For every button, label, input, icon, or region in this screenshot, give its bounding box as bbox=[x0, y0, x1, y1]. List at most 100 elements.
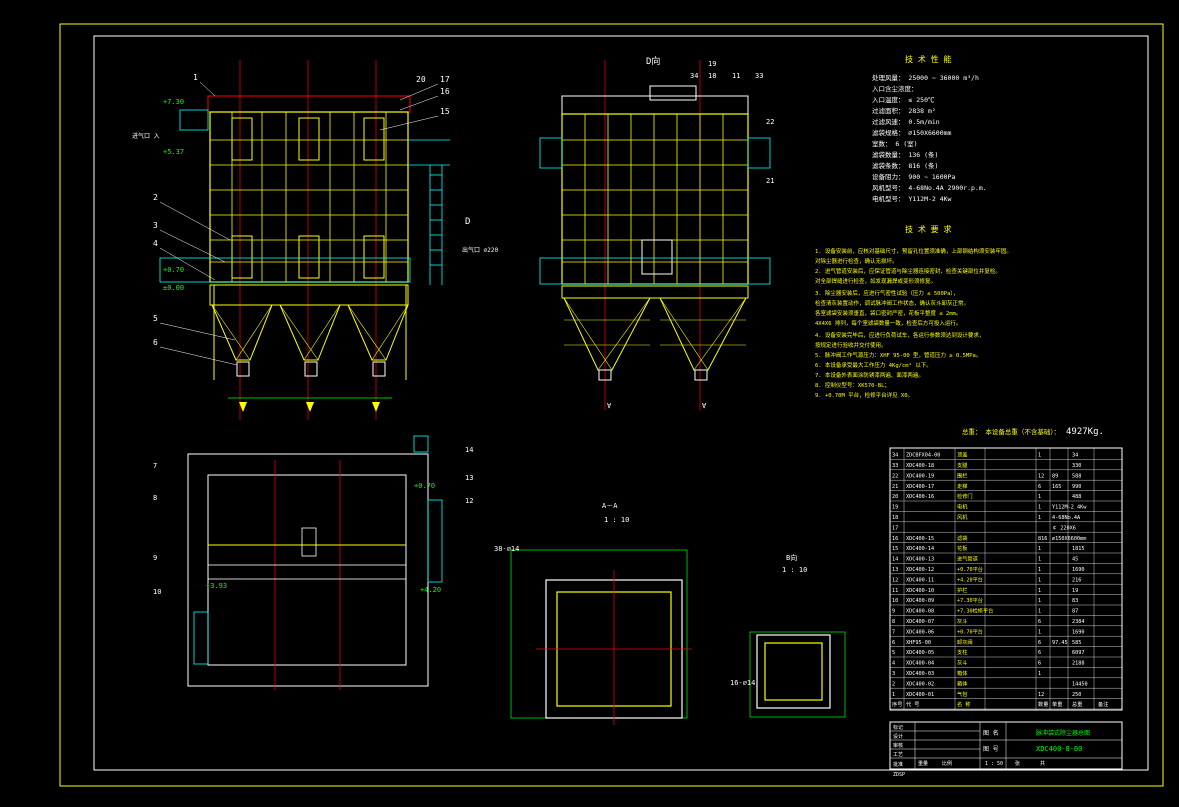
title-block-row-labels: 标记 设计 审核 工艺 批准 bbox=[893, 724, 903, 768]
bom-cell: XDC400-14 bbox=[906, 546, 934, 552]
bom-cell: 1 bbox=[1038, 567, 1041, 573]
bom-cell: 8 bbox=[892, 619, 895, 625]
title-block-footer-cell: 比例 bbox=[942, 760, 952, 767]
tech-req-line: 对全部焊缝进行检查，如发现漏焊或变形须修复。 bbox=[815, 277, 936, 285]
bom-cell: 14450 bbox=[1072, 681, 1088, 687]
bom-cell: 585 bbox=[1072, 640, 1081, 646]
plan-callout-14: 14 bbox=[465, 446, 473, 454]
title-block-footer-cell: 重量 bbox=[918, 760, 928, 767]
bom-cell: 588 bbox=[1072, 473, 1081, 479]
bom-cell: 83 bbox=[1072, 598, 1078, 604]
bom-cell: 6097 bbox=[1072, 650, 1085, 656]
bom-header-cell: 备注 bbox=[1098, 700, 1108, 708]
bom-cell: 1 bbox=[1038, 557, 1041, 563]
front-elevation-070: +0.70 bbox=[163, 266, 184, 274]
tech-req-line: 2. 进气管道安装后，应保证管道与除尘器连接密封，检查关键部位并复检。 bbox=[815, 267, 1001, 275]
bom-cell: 走梯 bbox=[957, 482, 967, 490]
bom-cell: 45 bbox=[1072, 557, 1078, 563]
tech-param-line: 风机型号： 4-68No.4A 2900r.p.m. bbox=[872, 183, 987, 192]
bom-cell: 1 bbox=[1038, 598, 1041, 604]
bom-cell: 灰斗 bbox=[957, 617, 967, 625]
tech-param-line: 室数： 6 (室) bbox=[872, 139, 918, 148]
plan-elevation-420: +4.20 bbox=[420, 586, 441, 594]
side-callout-22: 22 bbox=[766, 118, 774, 126]
front-d-mark: D bbox=[465, 217, 470, 227]
title-block-grid bbox=[890, 722, 1122, 769]
plan-callout-7: 7 bbox=[153, 462, 157, 470]
title-block-number-label: 图 号 bbox=[983, 746, 999, 753]
tech-req-line: 对除尘器进行检查，确认无损坏。 bbox=[815, 257, 898, 265]
bom-cell: 250 bbox=[1072, 692, 1081, 698]
bom-cell: XDC400-12 bbox=[906, 567, 934, 573]
bom-cell: 1690 bbox=[1072, 567, 1085, 573]
bom-cell: 1 bbox=[1038, 629, 1041, 635]
bom-cell: 12 bbox=[1038, 473, 1044, 479]
plan-view: 7 8 9 10 14 13 12 +0.70 +3.93 +4.20 bbox=[153, 435, 473, 690]
bom-cell: 2 bbox=[892, 681, 895, 687]
bom-cell: 11 bbox=[892, 588, 898, 594]
side-fan-box bbox=[649, 85, 697, 101]
bom-cell: 1815 bbox=[1072, 546, 1085, 552]
detail-a: A－A 1 : 10 38-∅14 bbox=[494, 502, 692, 725]
side-title: D向 bbox=[646, 55, 660, 67]
side-callout-34: 34 bbox=[690, 72, 698, 80]
detail-b: B向 1 : 10 16-∅14 bbox=[730, 553, 846, 718]
bom-cell: 488 bbox=[1072, 494, 1081, 500]
bom-cell: 12 bbox=[892, 577, 898, 583]
tech-req-line: 8. 控制仪型号：XK570-BL； bbox=[815, 381, 890, 389]
bom-cell: XDC400-18 bbox=[906, 463, 934, 469]
bom-cell: XDC400-03 bbox=[906, 671, 934, 677]
title-block-drafter: ZDSP bbox=[893, 772, 905, 778]
bom-cell: 33 bbox=[892, 463, 898, 469]
bom-frame bbox=[889, 447, 1123, 711]
front-callout-15: 15 bbox=[440, 107, 450, 116]
bom-cell: 围栏 bbox=[957, 471, 967, 479]
plan-elevation-labels: +0.70 +3.93 +4.20 bbox=[206, 482, 441, 594]
side-callout-labels: 34 19 18 11 33 22 21 bbox=[690, 60, 774, 185]
front-side-stair bbox=[408, 139, 450, 285]
bom-cell: XDC400-11 bbox=[906, 577, 934, 583]
bom-cell: 330 bbox=[1072, 463, 1081, 469]
bom-cell: 4-68No.4A bbox=[1052, 515, 1081, 521]
tech-param-line: 滤袋规格： ∅150X6600mm bbox=[872, 128, 952, 137]
bom-cell: 1 bbox=[1038, 515, 1041, 521]
tech-param-line: 滤袋数量： 136 (条) bbox=[872, 150, 938, 159]
side-bottom-mark-1: ∀ bbox=[607, 402, 612, 410]
bom-cell: 97.45 bbox=[1052, 640, 1068, 646]
bom-cell: ZDCBFX04-00 bbox=[906, 453, 940, 459]
front-outlet-arrows bbox=[239, 402, 380, 412]
front-elevation-labels: +7.30 +5.37 +0.70 ±0.00 bbox=[163, 98, 184, 292]
side-hopper-band bbox=[561, 285, 749, 299]
bom-cell: 箱体 bbox=[957, 679, 968, 687]
tech-param-line: 入口含尘浓度： bbox=[872, 84, 918, 93]
bom-cell: 6 bbox=[1038, 640, 1041, 646]
bom-cell: XDC400-17 bbox=[906, 484, 934, 490]
bom-cell: 滤袋 bbox=[957, 534, 967, 542]
bom-cell: 风机 bbox=[957, 513, 968, 521]
tech-reqs-heading: 技 术 要 求 bbox=[905, 224, 951, 234]
front-callout-4: 4 bbox=[153, 239, 158, 248]
bom-cell: +7.30检修平台 bbox=[957, 607, 993, 615]
plan-fan-unit bbox=[301, 527, 317, 557]
bom-cell: 13 bbox=[892, 567, 898, 573]
plan-stairs bbox=[193, 435, 443, 665]
bom-cell: 1 bbox=[892, 692, 895, 698]
bom-cell: 6 bbox=[1038, 484, 1041, 490]
bom-cell: +4.20平台 bbox=[957, 575, 983, 583]
bom-header-cell: 单重 bbox=[1052, 700, 1062, 708]
bom-cell: 电机 bbox=[957, 503, 968, 511]
front-housing-grid bbox=[210, 112, 408, 282]
bom-cell: 34 bbox=[892, 453, 898, 459]
front-callout-3: 3 bbox=[153, 221, 158, 230]
title-block-number: XDC400-8-00 bbox=[1036, 745, 1082, 753]
bom-cell: XDC400-05 bbox=[906, 650, 934, 656]
bom-cell: ∅150X6600mm bbox=[1052, 536, 1086, 542]
outer-border bbox=[59, 23, 1164, 787]
bom-cell: 87 bbox=[1072, 609, 1078, 615]
detail-b-hole-label: 16-∅14 bbox=[730, 679, 755, 687]
front-callout-5: 5 bbox=[153, 314, 158, 323]
tech-req-line: 7. 本设备外表面涂防锈漆两遍、面漆两遍。 bbox=[815, 371, 924, 379]
side-callout-19: 19 bbox=[708, 60, 716, 68]
bom-cell: XDC400-13 bbox=[906, 557, 934, 563]
bom-cell: 进气管道 bbox=[957, 555, 978, 563]
